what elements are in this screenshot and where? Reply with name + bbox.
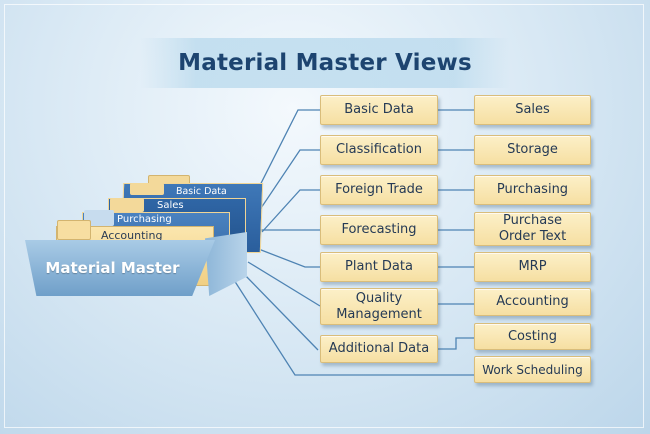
view-box-costing: Costing xyxy=(474,323,591,350)
connector-additional-costing xyxy=(438,337,474,350)
folder-tab-yellow-2 xyxy=(110,198,144,212)
folder-tab-yellow-front xyxy=(57,220,91,240)
connector-classification xyxy=(252,149,320,221)
view-box-work-scheduling: Work Scheduling xyxy=(474,356,591,383)
connector-additional-data xyxy=(241,271,319,351)
view-box-storage: Storage xyxy=(474,135,591,165)
connector-work-scheduling xyxy=(233,279,474,376)
view-box-sales: Sales xyxy=(474,95,591,125)
view-box-accounting: Accounting xyxy=(474,288,591,316)
folder-tab-basic-data: Basic Data xyxy=(175,186,227,197)
folder-front-panel xyxy=(25,240,215,296)
view-box-basic-data: Basic Data xyxy=(320,95,438,125)
folder-tab-yellow-1 xyxy=(130,183,164,195)
connector-foreign-trade xyxy=(261,189,320,233)
folder-tab-light-blue xyxy=(84,210,114,226)
view-box-purchasing: Purchasing xyxy=(474,175,591,205)
view-box-mrp: MRP xyxy=(474,252,591,282)
view-box-forecasting: Forecasting xyxy=(320,215,438,245)
connector-quality-management xyxy=(247,261,321,307)
connector-basic-data xyxy=(244,109,320,216)
view-box-classification: Classification xyxy=(320,135,438,165)
title-band xyxy=(140,38,510,88)
view-box-foreign-trade: Foreign Trade xyxy=(320,175,438,205)
folder-tab-sales: Sales xyxy=(157,200,184,211)
folder-tab-purchasing: Purchasing xyxy=(117,214,172,225)
connector-plant-data xyxy=(255,247,320,268)
folder-label: Material Master xyxy=(45,259,180,277)
folder-tab-accounting: Accounting xyxy=(101,229,163,242)
view-box-purchase-order-text: Purchase Order Text xyxy=(474,212,591,246)
view-box-plant-data: Plant Data xyxy=(320,252,438,282)
view-box-quality-management: Quality Management xyxy=(320,288,438,325)
diagram-title: Material Master Views xyxy=(178,50,472,76)
view-box-additional-data: Additional Data xyxy=(320,335,438,363)
frame-border xyxy=(4,4,644,428)
